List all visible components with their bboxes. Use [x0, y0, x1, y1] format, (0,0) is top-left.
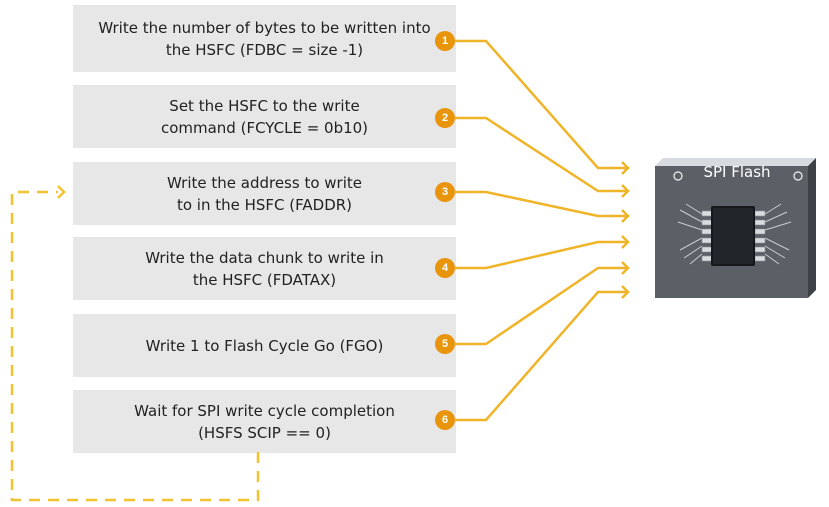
step-box-6: Wait for SPI write cycle completion (HSF…: [73, 390, 456, 453]
step-badge-3: 3: [435, 182, 455, 202]
step-text-3: Write the address to write to in the HSF…: [167, 173, 362, 214]
arrowhead-5: [621, 261, 630, 275]
step-text-1: Write the number of bytes to be written …: [98, 18, 431, 59]
step-badge-5: 5: [435, 334, 455, 354]
mount-hole-right: [793, 171, 803, 181]
chip-title: SPI Flash: [703, 163, 771, 181]
step-text-4: Write the data chunk to write in the HSF…: [145, 248, 384, 289]
connector-5: [455, 266, 628, 346]
step-text-5: Write 1 to Flash Cycle Go (FGO): [145, 336, 384, 355]
connector-6: [455, 290, 628, 422]
step-box-2: Set the HSFC to the write command (FCYCL…: [73, 85, 456, 148]
mount-hole-left: [673, 171, 683, 181]
connector-2: [455, 116, 628, 193]
step-badge-2: 2: [435, 108, 455, 128]
step-text-2: Set the HSFC to the write command (FCYCL…: [160, 96, 369, 137]
step-badge-6: 6: [435, 410, 455, 430]
step-box-1: Write the number of bytes to be written …: [73, 5, 456, 72]
arrowhead-4: [621, 235, 630, 249]
spi-flash-chip: [655, 158, 816, 298]
connector-1: [455, 39, 628, 170]
arrowhead-6: [621, 285, 630, 299]
arrowhead-1: [621, 161, 630, 175]
step-box-3: Write the address to write to in the HSF…: [73, 162, 456, 225]
step-badge-1: 1: [435, 31, 455, 51]
step-box-5: Write 1 to Flash Cycle Go (FGO): [73, 314, 456, 377]
arrowhead-3: [621, 209, 630, 223]
step-badge-4: 4: [435, 258, 455, 278]
loop-arrowhead: [57, 185, 66, 199]
step-text-6: Wait for SPI write cycle completion (HSF…: [134, 401, 395, 442]
connector-4: [455, 240, 628, 270]
connector-3: [455, 190, 628, 218]
step-box-4: Write the data chunk to write in the HSF…: [73, 237, 456, 300]
loop-back-arrow: [10, 190, 260, 502]
arrowhead-2: [621, 184, 630, 198]
